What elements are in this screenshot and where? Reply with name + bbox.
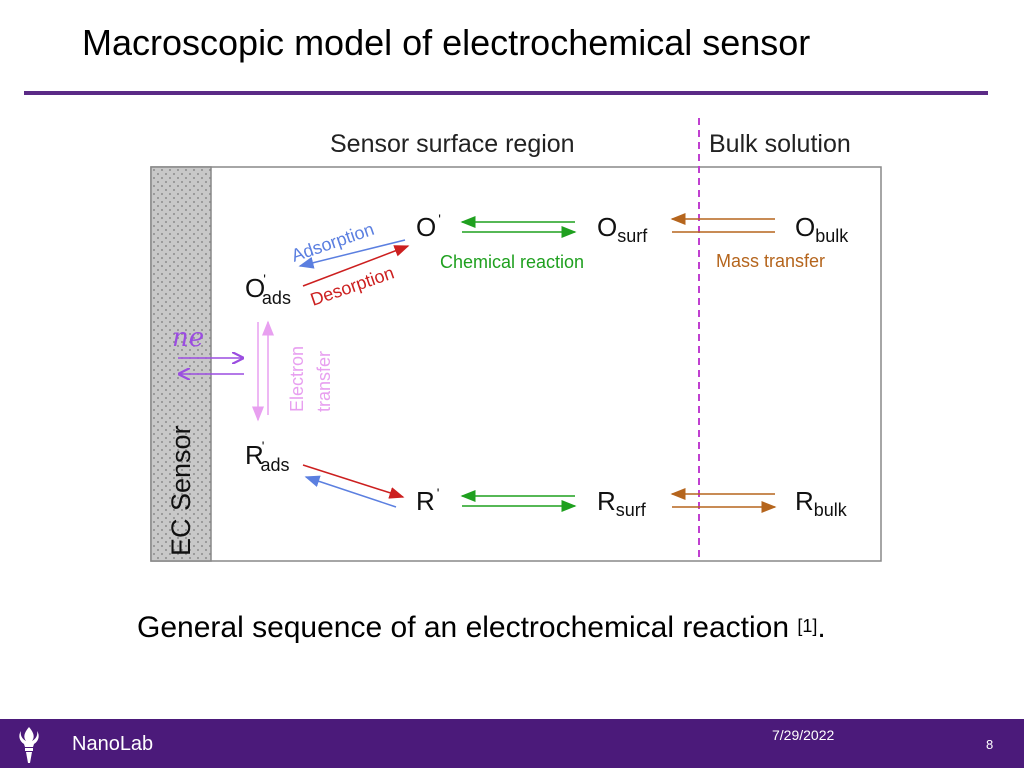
species-r-prime: R' (416, 485, 439, 516)
ne-label: ne (172, 323, 204, 353)
species-o-surf: Osurf (597, 212, 648, 246)
species-o-prime: O' (416, 211, 441, 242)
slide-title: Macroscopic model of electrochemical sen… (82, 22, 811, 63)
electrode-strip (150, 166, 212, 562)
region-label-bulk: Bulk solution (709, 130, 851, 158)
electrode-label: EC Sensor (166, 425, 196, 556)
torch-logo-icon (19, 727, 39, 763)
bottom-desorption-arrow (302, 464, 405, 499)
species-r-ads: R'ads (245, 438, 290, 475)
footer-page-number: 8 (986, 737, 994, 752)
footer-lab-name: NanoLab (72, 733, 154, 755)
figure-caption: General sequence of an electrochemical r… (137, 611, 826, 644)
chemical-reaction-label: Chemical reaction (440, 252, 584, 272)
diagram-frame (150, 166, 882, 562)
caption-reference: [1] (797, 616, 818, 636)
adsorption-arrow (298, 239, 406, 269)
electron-label: Electron (287, 346, 307, 412)
bottom-adsorption-arrow (304, 475, 397, 508)
desorption-arrow (302, 245, 410, 287)
region-label-surface: Sensor surface region (330, 130, 575, 158)
species-r-bulk: Rbulk (795, 486, 848, 520)
title-divider (24, 91, 988, 95)
mass-transfer-label: Mass transfer (716, 251, 825, 271)
footer-date: 7/29/2022 (772, 727, 835, 743)
slide-footer: NanoLab 7/29/2022 8 (0, 719, 1024, 768)
species-o-ads: O'ads (245, 271, 291, 308)
species-o-bulk: Obulk (795, 212, 849, 246)
transfer-label: transfer (314, 351, 334, 412)
species-r-surf: Rsurf (597, 486, 647, 520)
